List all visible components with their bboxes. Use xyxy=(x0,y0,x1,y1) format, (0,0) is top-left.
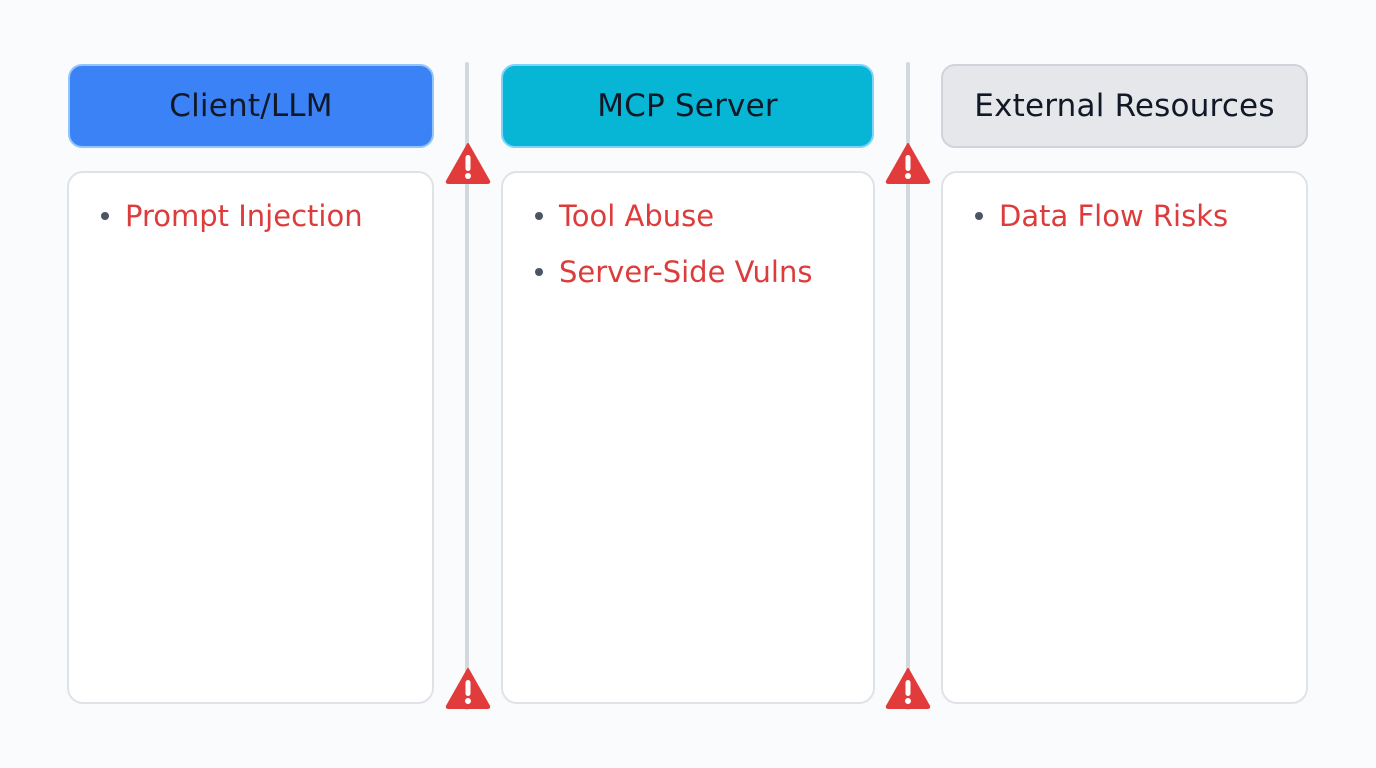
bullet-icon xyxy=(975,212,983,220)
warning-triangle-icon xyxy=(885,667,931,709)
mcp-server-header: MCP Server xyxy=(501,64,874,148)
list-item: Tool Abuse xyxy=(535,195,873,237)
mcp-server-title: MCP Server xyxy=(597,88,778,124)
bullet-icon xyxy=(535,212,543,220)
external-resources-header: External Resources xyxy=(941,64,1308,148)
risk-label: Tool Abuse xyxy=(559,199,715,233)
external-resources-panel: Data Flow Risks xyxy=(941,171,1308,704)
list-item: Prompt Injection xyxy=(101,195,432,237)
client-llm-risk-list: Prompt Injection xyxy=(101,195,432,237)
external-resources-title: External Resources xyxy=(974,88,1275,124)
trust-boundary-line-1 xyxy=(465,62,469,710)
client-llm-title: Client/LLM xyxy=(169,88,333,124)
client-llm-header: Client/LLM xyxy=(68,64,434,148)
trust-boundary-line-2 xyxy=(906,62,910,710)
warning-triangle-icon xyxy=(885,142,931,184)
warning-triangle-icon xyxy=(445,142,491,184)
bullet-icon xyxy=(535,268,543,276)
mcp-server-panel: Tool Abuse Server-Side Vulns xyxy=(501,171,875,704)
list-item: Data Flow Risks xyxy=(975,195,1306,237)
risk-label: Prompt Injection xyxy=(125,199,363,233)
mcp-server-risk-list: Tool Abuse Server-Side Vulns xyxy=(535,195,873,293)
warning-triangle-icon xyxy=(445,667,491,709)
list-item: Server-Side Vulns xyxy=(535,251,873,293)
risk-label: Server-Side Vulns xyxy=(559,255,813,289)
client-llm-panel: Prompt Injection xyxy=(67,171,434,704)
external-resources-risk-list: Data Flow Risks xyxy=(975,195,1306,237)
risk-label: Data Flow Risks xyxy=(999,199,1229,233)
bullet-icon xyxy=(101,212,109,220)
